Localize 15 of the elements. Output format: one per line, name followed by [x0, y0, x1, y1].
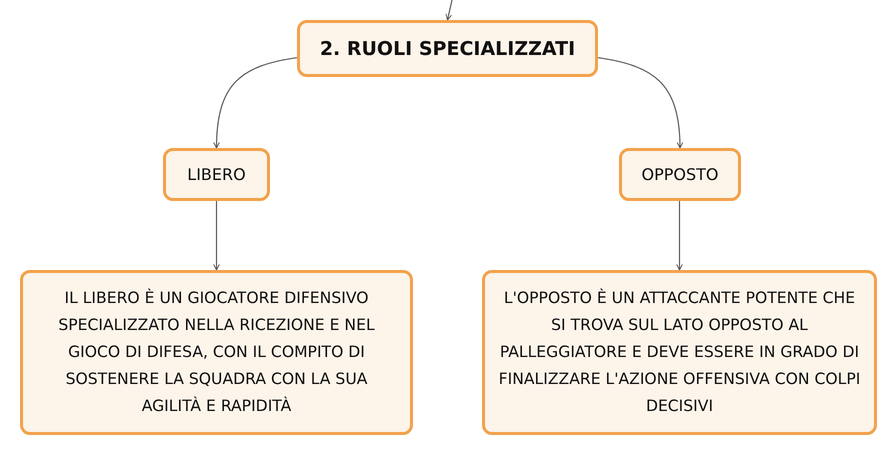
description-box	[20, 270, 413, 435]
arrow	[213, 57, 298, 148]
description-text: L'OPPOSTO È UN ATTACCANTE POTENTE CHE SI TROVA SUL LATO OPPOSTO AL PALLEGGIATORE E DEVE ESSERE IN GRADO DI FINALIZZARE L'AZIONE OFFENSIVA CON COLPI DECISIVI	[498, 288, 862, 417]
arrow	[213, 201, 220, 270]
arrow	[598, 57, 684, 148]
arrow	[676, 201, 683, 270]
role-label: LIBERO	[187, 165, 246, 184]
topic-box	[297, 20, 598, 77]
description-text: IL LIBERO È UN GIOCATORE DIFENSIVO SPECIALIZZATO NELLA RICEZIONE E NEL GIOCO DI DIFESA, CON IL COMPITO DI SOSTENERE LA SQUADRA CON LA SUA AGILITÀ E RAPIDITÀ	[57, 288, 376, 417]
arrow	[446, 0, 453, 20]
role-box	[163, 148, 270, 201]
topic-title: 2. RUOLI SPECIALIZZATI	[320, 38, 576, 60]
role-box	[619, 148, 741, 201]
description-box	[482, 270, 877, 435]
role-label: OPPOSTO	[641, 165, 718, 184]
